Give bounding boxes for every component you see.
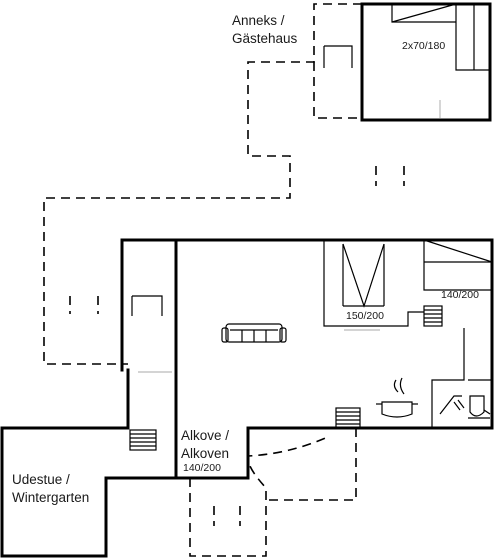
conservatory-label-line2: Wintergarten	[12, 490, 89, 505]
annex-outline	[43, 3, 405, 365]
shower-icon	[439, 395, 465, 415]
stairs-icon	[423, 305, 443, 327]
alcove-label-line2: Alkoven	[181, 446, 229, 461]
bed-size-150: 150/200	[346, 310, 384, 322]
main-house-walls	[0, 238, 494, 558]
alcove-label-line1: Alkove /	[181, 428, 229, 443]
interior-walls	[131, 239, 493, 428]
stairs-icon	[129, 429, 157, 451]
annex-room	[323, 2, 492, 122]
annex-label-line2: Gästehaus	[232, 31, 298, 46]
conservatory-label-line1: Udestue /	[12, 472, 70, 487]
stairs-icon	[335, 407, 361, 429]
alcove-bed-size: 140/200	[183, 462, 221, 474]
annex-bed-size: 2x70/180	[402, 40, 445, 52]
bed-size-140: 140/200	[441, 289, 479, 301]
toilet-icon	[468, 395, 491, 419]
main-dashed-extensions	[69, 240, 357, 557]
cooking-pot-icon	[376, 377, 418, 418]
annex-label-line1: Anneks /	[232, 13, 285, 28]
sofa-icon	[221, 323, 287, 343]
